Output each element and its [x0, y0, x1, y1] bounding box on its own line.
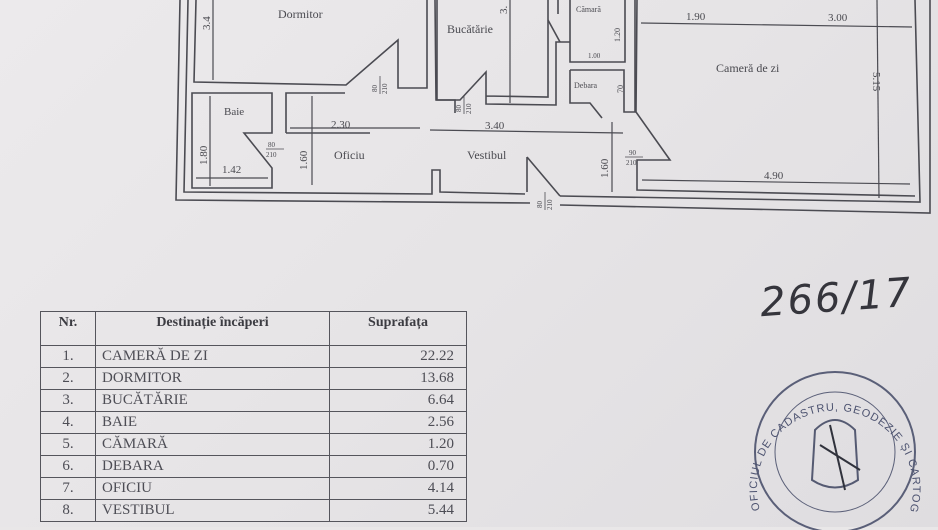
- row-number: 8.: [40, 499, 96, 522]
- dim-vestibul-width: 3.40: [485, 120, 505, 132]
- header-nr: Nr.: [40, 311, 96, 346]
- dim-bucatarie-height: 3.: [498, 6, 510, 15]
- floor-plan: Dormitor Bucătărie Cămară Debara Cameră …: [175, 0, 931, 214]
- camara-wall: [557, 0, 626, 63]
- rooms-table: Nr. Destinație încăperi Suprafața 1.CAME…: [40, 311, 467, 522]
- door-label-bucatarie: 80 210: [455, 96, 473, 114]
- dim-vestibul-height: 1.60: [599, 158, 611, 178]
- official-stamp: OFICIUL DE CADASTRU, GEODEZIE ȘI CARTOGR…: [740, 360, 922, 530]
- table-header-row: Nr. Destinație încăperi Suprafața: [40, 311, 467, 346]
- room-label-dormitor: Dormitor: [278, 7, 323, 21]
- room-name: VESTIBUL: [95, 499, 330, 522]
- inner-outline: [183, 0, 921, 203]
- camera-wall: [635, 0, 916, 197]
- stamp-text: OFICIUL DE CADASTRU, GEODEZIE ȘI CARTOGR…: [740, 360, 921, 514]
- room-name: CĂMARĂ: [95, 433, 330, 456]
- oficiu-wall: [285, 92, 370, 134]
- room-area: 2.56: [329, 411, 467, 434]
- row-number: 7.: [40, 477, 96, 500]
- room-label-bucatarie: Bucătărie: [447, 22, 493, 36]
- row-number: 2.: [40, 367, 96, 390]
- row-number: 3.: [40, 389, 96, 412]
- dim-debara-width: 70: [616, 85, 625, 93]
- door-label-camera: 90 210: [625, 149, 643, 167]
- baie-wall: [191, 92, 273, 189]
- row-number: 1.: [40, 345, 96, 368]
- row-number: 6.: [40, 455, 96, 478]
- dim-camera-top-right: 3.00: [828, 12, 848, 24]
- header-destination: Destinație încăperi: [95, 311, 330, 346]
- dim-camara-height: 1.20: [613, 28, 622, 42]
- dim-baie-height: 1.80: [198, 145, 210, 165]
- dim-camara-width: 1.00: [588, 52, 601, 60]
- svg-text:210: 210: [546, 199, 554, 210]
- camara-door: [547, 19, 561, 43]
- row-number: 5.: [40, 433, 96, 456]
- room-area: 1.20: [329, 433, 467, 456]
- room-area: 0.70: [329, 455, 467, 478]
- dim-dormitor-height: 3.4: [201, 16, 213, 30]
- svg-text:80: 80: [371, 85, 379, 93]
- dim-oficiu-width: 2.30: [331, 119, 351, 131]
- dim-baie-width: 1.42: [222, 164, 241, 176]
- debara-wall: [569, 0, 636, 119]
- room-area: 22.22: [329, 345, 467, 368]
- room-label-vestibul: Vestibul: [467, 148, 507, 162]
- svg-text:210: 210: [465, 103, 473, 114]
- room-area: 6.64: [329, 389, 467, 412]
- room-label-camera-de-zi: Cameră de zi: [716, 61, 780, 75]
- coat-of-arms-icon: [810, 419, 860, 489]
- svg-text:90: 90: [629, 149, 637, 157]
- svg-text:80: 80: [455, 105, 463, 113]
- signature-icon: [819, 424, 861, 491]
- row-number: 4.: [40, 411, 96, 434]
- room-name: CAMERĂ DE ZI: [95, 345, 330, 368]
- dim-camera-bottom: 4.90: [764, 170, 784, 182]
- room-name: BUCĂTĂRIE: [95, 389, 330, 412]
- bucatarie-wall: [436, 0, 570, 106]
- svg-text:OFICIUL DE CADASTRU, GEODEZIE: OFICIUL DE CADASTRU, GEODEZIE ȘI CARTOGR…: [740, 360, 922, 514]
- door-label-entrance: 80 210: [536, 192, 554, 210]
- room-label-camara: Cămară: [576, 5, 601, 14]
- room-name: DORMITOR: [95, 367, 330, 390]
- svg-text:210: 210: [626, 159, 637, 167]
- room-area: 13.68: [329, 367, 467, 390]
- room-area: 4.14: [329, 477, 467, 500]
- outer-wall: [175, 0, 931, 214]
- vestibul-wall: [526, 156, 561, 197]
- dim-camera-top-left: 1.90: [686, 11, 706, 23]
- svg-text:80: 80: [268, 141, 276, 149]
- room-name: BAIE: [95, 411, 330, 434]
- room-label-oficiu: Oficiu: [334, 148, 365, 162]
- door-label-dormitor: 80 210: [371, 76, 389, 94]
- header-area: Suprafața: [329, 311, 467, 346]
- dim-oficiu-height: 1.60: [298, 150, 310, 170]
- room-area: 5.44: [329, 499, 467, 522]
- dormitor-wall: [193, 0, 456, 113]
- door-label-baie: 80 210: [266, 141, 284, 159]
- dimension-lines: [196, 0, 913, 199]
- room-name: OFICIU: [95, 477, 330, 500]
- svg-text:210: 210: [266, 151, 277, 159]
- room-name: DEBARA: [95, 455, 330, 478]
- svg-text:80: 80: [536, 201, 544, 209]
- room-label-baie: Baie: [224, 106, 244, 118]
- room-label-debara: Debara: [574, 81, 598, 90]
- svg-text:210: 210: [381, 83, 389, 94]
- dim-camera-height: 5.15: [870, 72, 882, 92]
